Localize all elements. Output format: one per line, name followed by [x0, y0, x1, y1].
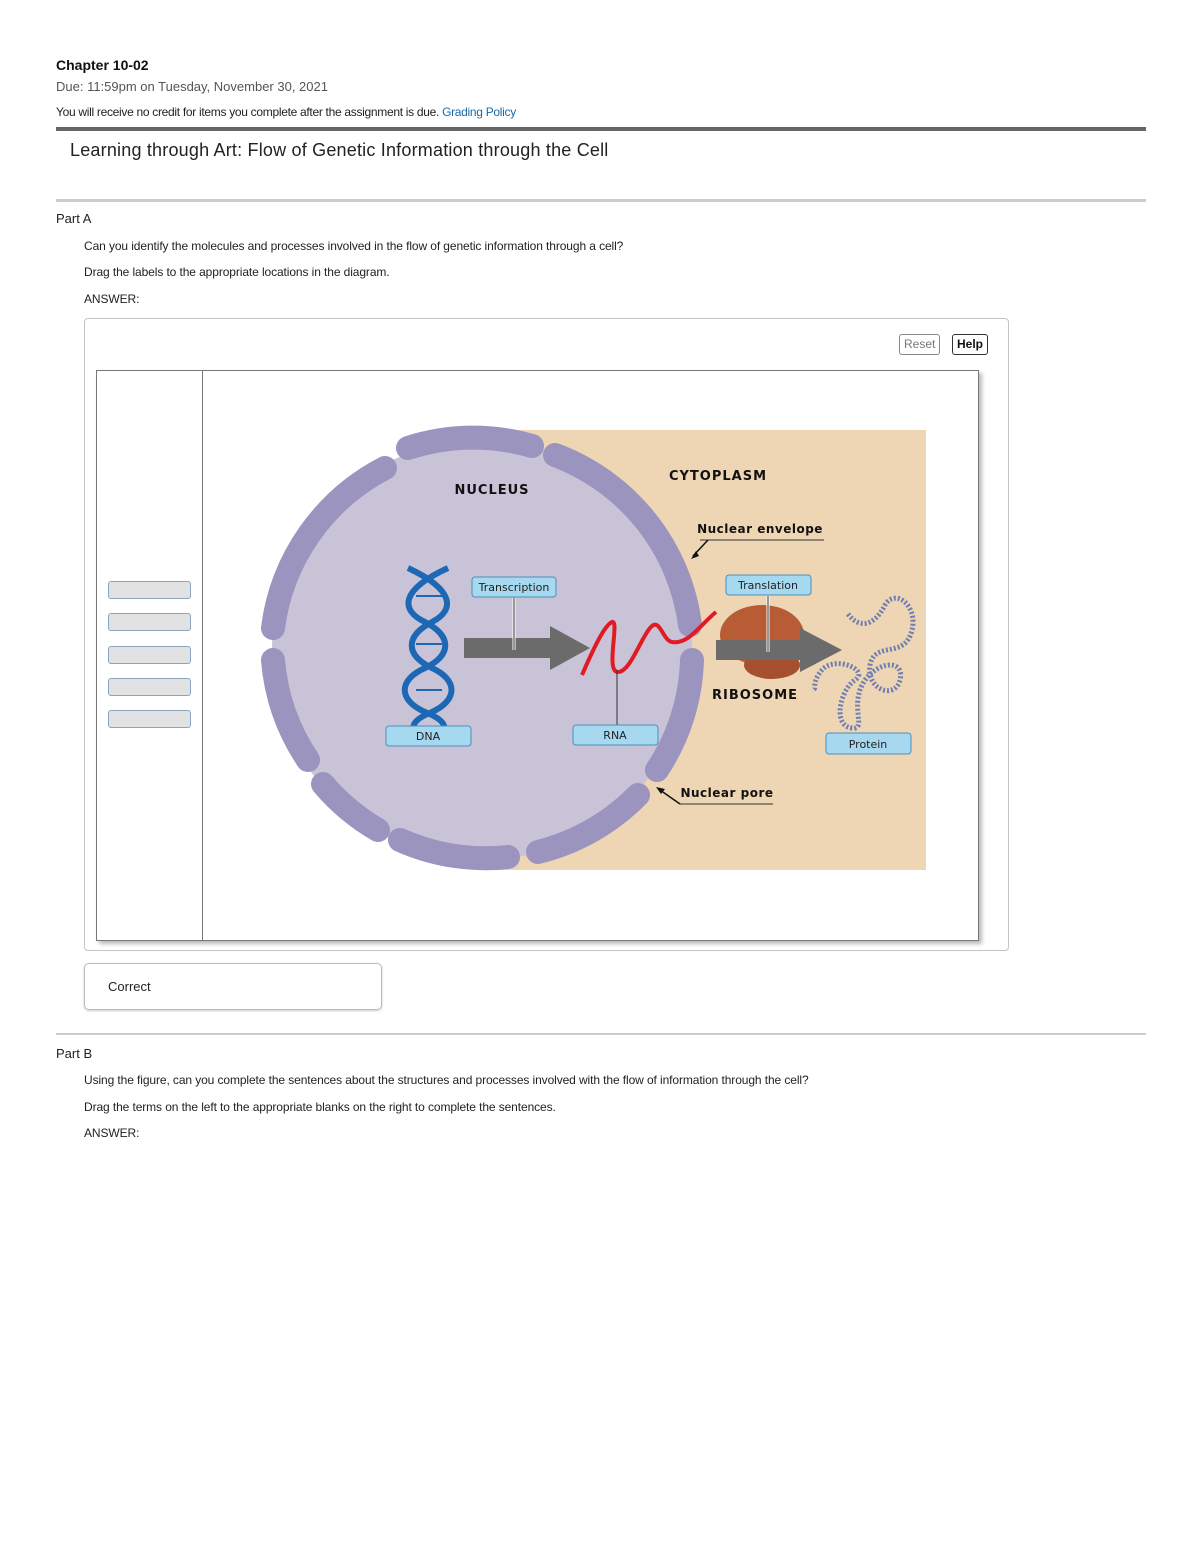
rna-strand [580, 610, 718, 676]
part-a-answer-label: ANSWER: [84, 292, 140, 306]
part-divider [56, 1033, 1146, 1035]
rna-label-text: RNA [603, 729, 627, 742]
part-b-question: Using the figure, can you complete the s… [84, 1073, 809, 1087]
credit-notice: You will receive no credit for items you… [56, 105, 516, 119]
part-b-label: Part B [56, 1046, 93, 1061]
ribosome-label: RIBOSOME [712, 688, 798, 703]
placed-label-dna[interactable]: DNA [385, 725, 472, 747]
empty-label-slot[interactable] [108, 710, 191, 728]
nucleus-label: NUCLEUS [454, 483, 529, 498]
part-a-instruction: Drag the labels to the appropriate locat… [84, 265, 390, 279]
credit-notice-text: You will receive no credit for items you… [56, 105, 440, 119]
protein-chain [811, 595, 916, 731]
translation-arrow [716, 628, 842, 672]
page-title: Learning through Art: Flow of Genetic In… [70, 140, 609, 160]
due-date: Due: 11:59pm on Tuesday, November 30, 20… [56, 79, 328, 94]
empty-label-slot[interactable] [108, 581, 191, 599]
help-button[interactable]: Help [952, 334, 989, 355]
feedback-box: Correct [84, 963, 382, 1010]
nuclear-envelope-label: Nuclear envelope [697, 522, 823, 536]
title-divider [56, 199, 1146, 202]
genetic-flow-diagram: NUCLEUS CYTOPLASM Nuclear envelope RIBOS… [261, 425, 926, 871]
placed-label-protein[interactable]: Protein [825, 732, 912, 755]
dna-base-pairs [416, 595, 442, 691]
placed-label-rna[interactable]: RNA [572, 724, 659, 746]
feedback-text: Correct [108, 979, 151, 994]
nuclear-pore-label: Nuclear pore [680, 786, 773, 800]
nuclear-envelope-arrowhead [691, 551, 699, 559]
empty-label-slot[interactable] [108, 678, 191, 696]
chapter-title: Chapter 10-02 [56, 57, 149, 73]
protein-label-text: Protein [849, 738, 888, 751]
empty-label-slot[interactable] [108, 646, 191, 664]
cytoplasm-label: CYTOPLASM [669, 469, 767, 484]
part-b-instruction: Drag the terms on the left to the approp… [84, 1100, 556, 1114]
transcription-arrow [464, 626, 590, 670]
empty-label-slot[interactable] [108, 613, 191, 631]
nuclear-envelope-segments [261, 425, 704, 871]
reset-button[interactable]: Reset [899, 334, 941, 355]
translation-label-text: Translation [737, 579, 798, 592]
placed-label-translation[interactable]: Translation [725, 574, 812, 596]
dna-helix [402, 565, 455, 735]
dna-label-text: DNA [416, 730, 441, 743]
transcription-label-text: Transcription [478, 581, 550, 594]
grading-policy-link[interactable]: Grading Policy [442, 105, 516, 119]
nuclear-pore-arrowhead [656, 787, 665, 794]
placed-label-transcription[interactable]: Transcription [471, 576, 557, 598]
part-a-question: Can you identify the molecules and proce… [84, 239, 624, 253]
part-b-answer-label: ANSWER: [84, 1126, 140, 1140]
nuclear-pore-pointer [659, 789, 681, 805]
part-a-label: Part A [56, 211, 92, 226]
label-bank [96, 370, 203, 941]
header-divider [56, 127, 1146, 131]
